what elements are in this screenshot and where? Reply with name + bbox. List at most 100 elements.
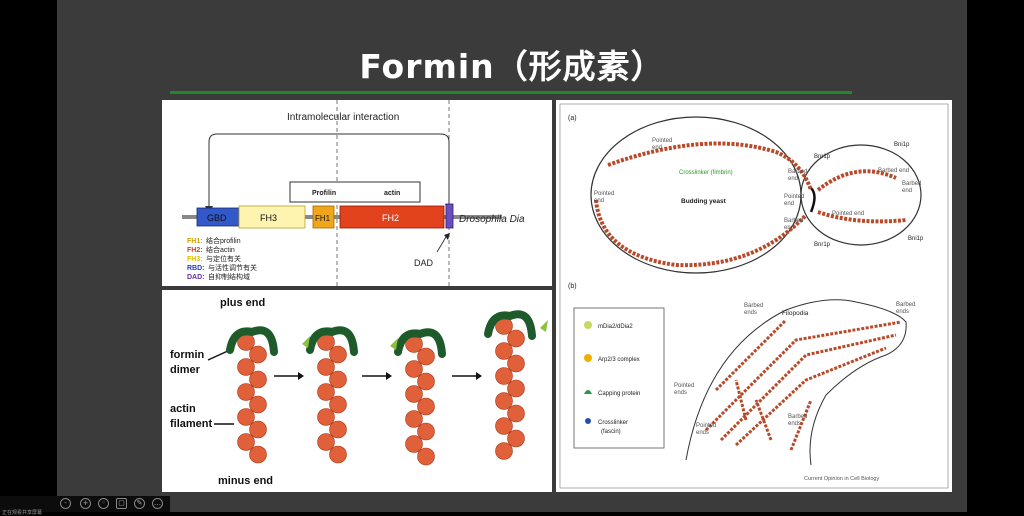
actin-cables-a xyxy=(594,141,907,268)
zoom-out-icon[interactable]: - xyxy=(60,498,71,509)
fh2-domain xyxy=(339,205,445,229)
dad-pointer-head xyxy=(444,233,450,240)
actin-monomer xyxy=(405,435,423,453)
actin-monomer xyxy=(495,342,513,360)
actin-monomer xyxy=(317,383,335,401)
fit-icon[interactable]: ◦ xyxy=(98,498,109,509)
profilin-label: Profilin xyxy=(312,190,336,197)
actin-monomer xyxy=(495,442,513,460)
bni1p-label-top: Bni1p xyxy=(894,142,910,148)
profilin-actin-marker xyxy=(390,338,398,350)
share-status-label: 正在观看共享屏幕 xyxy=(2,510,43,516)
legend-key-dad: DAD: xyxy=(187,274,205,281)
label-a: (a) xyxy=(568,115,577,122)
fh1-domain xyxy=(312,205,335,229)
legend-fascin: (fascin) xyxy=(601,429,621,435)
dad-label: DAD xyxy=(414,258,434,268)
filament-diagram: plus end formin dimer actin filament min… xyxy=(170,297,548,487)
source-label: Current Opinion in Cell Biology xyxy=(804,476,879,482)
actin-monomer xyxy=(329,445,347,464)
actin-monomer xyxy=(507,329,525,348)
interaction-arrow xyxy=(208,133,450,210)
actin-monomer xyxy=(237,383,255,401)
intramolecular-label: Intramolecular interaction xyxy=(287,112,399,123)
actin-monomer xyxy=(417,372,435,391)
fh3-label: FH3 xyxy=(260,213,277,223)
legend-key-fh2: FH2: xyxy=(187,247,203,254)
profilin-actin-marker xyxy=(302,336,310,348)
actin-monomer xyxy=(237,408,255,426)
actin-monomer xyxy=(249,445,267,464)
filament-1 xyxy=(226,326,278,464)
legend-text-fh3: 与定位有关 xyxy=(206,254,241,263)
mdia-icon xyxy=(584,321,592,329)
actin-monomer xyxy=(495,367,513,385)
filopodia-label: Filopodia xyxy=(782,310,809,317)
actin-network-b xyxy=(704,318,902,451)
annotate-icon[interactable]: ✎ xyxy=(134,498,145,509)
bni1p-label-bottom: Bni1p xyxy=(908,236,924,242)
legend-text-dad: 自抑制结构域 xyxy=(208,272,250,281)
legend-capping: Capping protein xyxy=(598,391,640,397)
crosslinker-label: Crosslinker (fimbrin) xyxy=(679,170,733,176)
legend-arp: Arp2/3 complex xyxy=(598,357,640,363)
binding-box xyxy=(289,181,421,203)
screen-share-toolbar: - + ◦ ▢ ✎ … 正在观看共享屏幕 xyxy=(0,496,170,516)
actin-monomer xyxy=(249,370,267,389)
actin-monomer xyxy=(405,385,423,403)
slide: Formin（形成素） Intramolecular interaction P… xyxy=(57,0,967,512)
slide-title: Formin（形成素） xyxy=(359,47,665,86)
bnr1p-label-bottom: Bnr1p xyxy=(814,242,831,248)
actin-monomer xyxy=(249,420,267,439)
actin-monomer xyxy=(317,433,335,451)
step-arrows xyxy=(274,372,482,380)
formin-pointer xyxy=(207,349,231,361)
legend-key-fh3: FH3: xyxy=(187,256,203,263)
legend-text-fh2: 结合actin xyxy=(206,245,235,254)
actin-monomer xyxy=(329,395,347,414)
filament-diagram-panel: plus end formin dimer actin filament min… xyxy=(162,290,552,492)
formin-dimer xyxy=(306,326,358,356)
dad-domain xyxy=(445,203,454,229)
barbed-end-3: Barbed end xyxy=(878,168,909,174)
more-icon[interactable]: … xyxy=(152,498,163,509)
label-b: (b) xyxy=(568,283,577,290)
actin-monomer xyxy=(405,410,423,428)
actin-monomer xyxy=(495,392,513,410)
window-icon[interactable]: ▢ xyxy=(116,498,127,509)
formin-dimer xyxy=(226,326,278,356)
actin-label: actin xyxy=(170,403,196,415)
species-label: Drosophila Dia xyxy=(459,214,525,225)
slide-bottom-strip xyxy=(345,494,967,512)
actin-label: actin xyxy=(384,190,400,197)
pointed-end-bud: Pointed end xyxy=(832,211,864,217)
actin-monomer xyxy=(507,404,525,423)
crosslinker-icon xyxy=(585,418,591,424)
filopodia-membrane xyxy=(685,299,907,466)
actin-monomer xyxy=(495,417,513,435)
actin-monomer xyxy=(507,354,525,373)
dad-pointer xyxy=(436,236,447,253)
legend-mdia: mDia2/dDia2 xyxy=(598,324,633,330)
actin-monomer xyxy=(507,379,525,398)
domain-diagram: Intramolecular interaction Profilin acti… xyxy=(182,100,525,286)
mother-cell xyxy=(590,116,802,274)
capping-icon xyxy=(584,390,592,394)
actin-monomer xyxy=(507,429,525,448)
plus-end-label: plus end xyxy=(220,297,265,309)
budding-yeast-label: Budding yeast xyxy=(681,198,727,205)
filament-2 xyxy=(302,326,358,464)
fh1-label: FH1 xyxy=(315,214,331,223)
filament-3 xyxy=(390,328,446,466)
domain-diagram-panel: Intramolecular interaction Profilin acti… xyxy=(162,100,552,286)
zoom-in-icon[interactable]: + xyxy=(80,498,91,509)
